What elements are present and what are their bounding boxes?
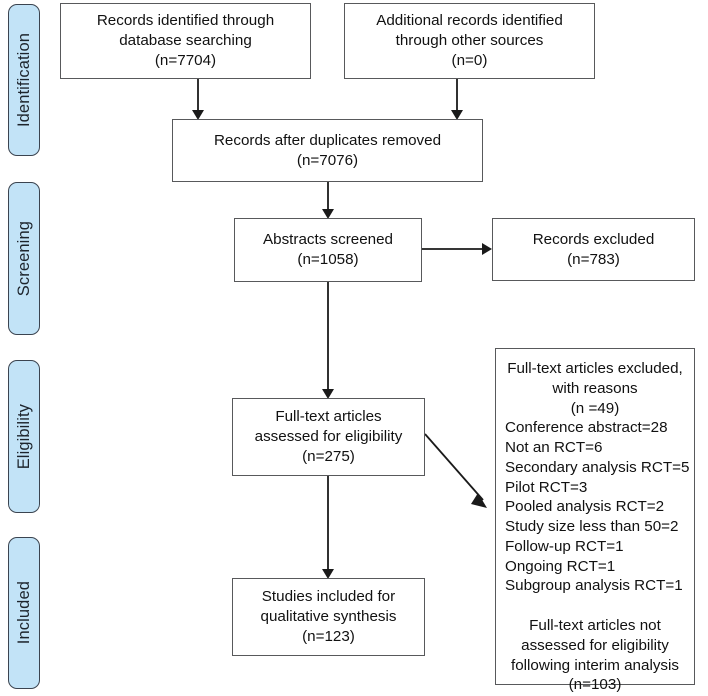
reason-item: Pooled analysis RCT=2	[505, 498, 665, 516]
box-records-identified-text: Records identified through database sear…	[96, 12, 275, 69]
reason-item: Follow-up RCT=1	[505, 537, 624, 555]
box-studies-included-text: Studies included for qualitative synthes…	[260, 588, 397, 645]
full-text-excluded-footer: Full-text articles not assessed for elig…	[511, 617, 679, 694]
reason-item: Ongoing RCT=1	[505, 557, 616, 575]
box-full-text-excluded: Full-text articles excluded, with reason…	[495, 348, 695, 693]
box-full-text-assessed: Full-text articles assessed for eligibil…	[232, 398, 425, 476]
reason-item: Secondary analysis RCT=5	[505, 458, 690, 476]
stage-pill-eligibility: Eligibility	[8, 360, 40, 513]
reason-item: Pilot RCT=3	[505, 478, 588, 496]
stage-pill-identification: Identification	[8, 4, 40, 156]
reason-item: Study size less than 50=2	[505, 518, 679, 535]
box-records-after-duplicates-text: Records after duplicates removed (n=7076…	[213, 131, 442, 169]
stage-label-included: Included	[14, 581, 33, 645]
full-text-excluded-heading: Full-text articles excluded, with reason…	[507, 360, 683, 417]
stage-label-identification: Identification	[14, 32, 33, 128]
box-records-identified: Records identified through database sear…	[60, 3, 311, 79]
box-abstracts-screened: Abstracts screened (n=1058)	[234, 218, 422, 282]
full-text-excluded-reason-list: Conference abstract=28 Not an RCT=6 Seco…	[505, 418, 690, 596]
box-additional-records-text: Additional records identified through ot…	[376, 12, 563, 69]
box-studies-included: Studies included for qualitative synthes…	[232, 578, 425, 656]
stage-pill-included: Included	[8, 537, 40, 689]
box-additional-records: Additional records identified through ot…	[344, 3, 595, 79]
box-abstracts-screened-text: Abstracts screened (n=1058)	[263, 231, 393, 268]
stage-label-screening: Screening	[14, 220, 33, 297]
box-records-excluded-text: Records excluded (n=783)	[532, 230, 655, 268]
stage-label-eligibility: Eligibility	[14, 403, 33, 470]
stage-pill-screening: Screening	[8, 182, 40, 335]
box-full-text-assessed-text: Full-text articles assessed for eligibil…	[254, 408, 403, 465]
reason-item: Subgroup analysis RCT=1	[505, 577, 683, 595]
reason-item: Not an RCT=6	[505, 439, 603, 456]
reason-item: Conference abstract=28	[505, 419, 668, 437]
box-records-after-duplicates: Records after duplicates removed (n=7076…	[172, 119, 483, 182]
box-records-excluded: Records excluded (n=783)	[492, 218, 695, 281]
